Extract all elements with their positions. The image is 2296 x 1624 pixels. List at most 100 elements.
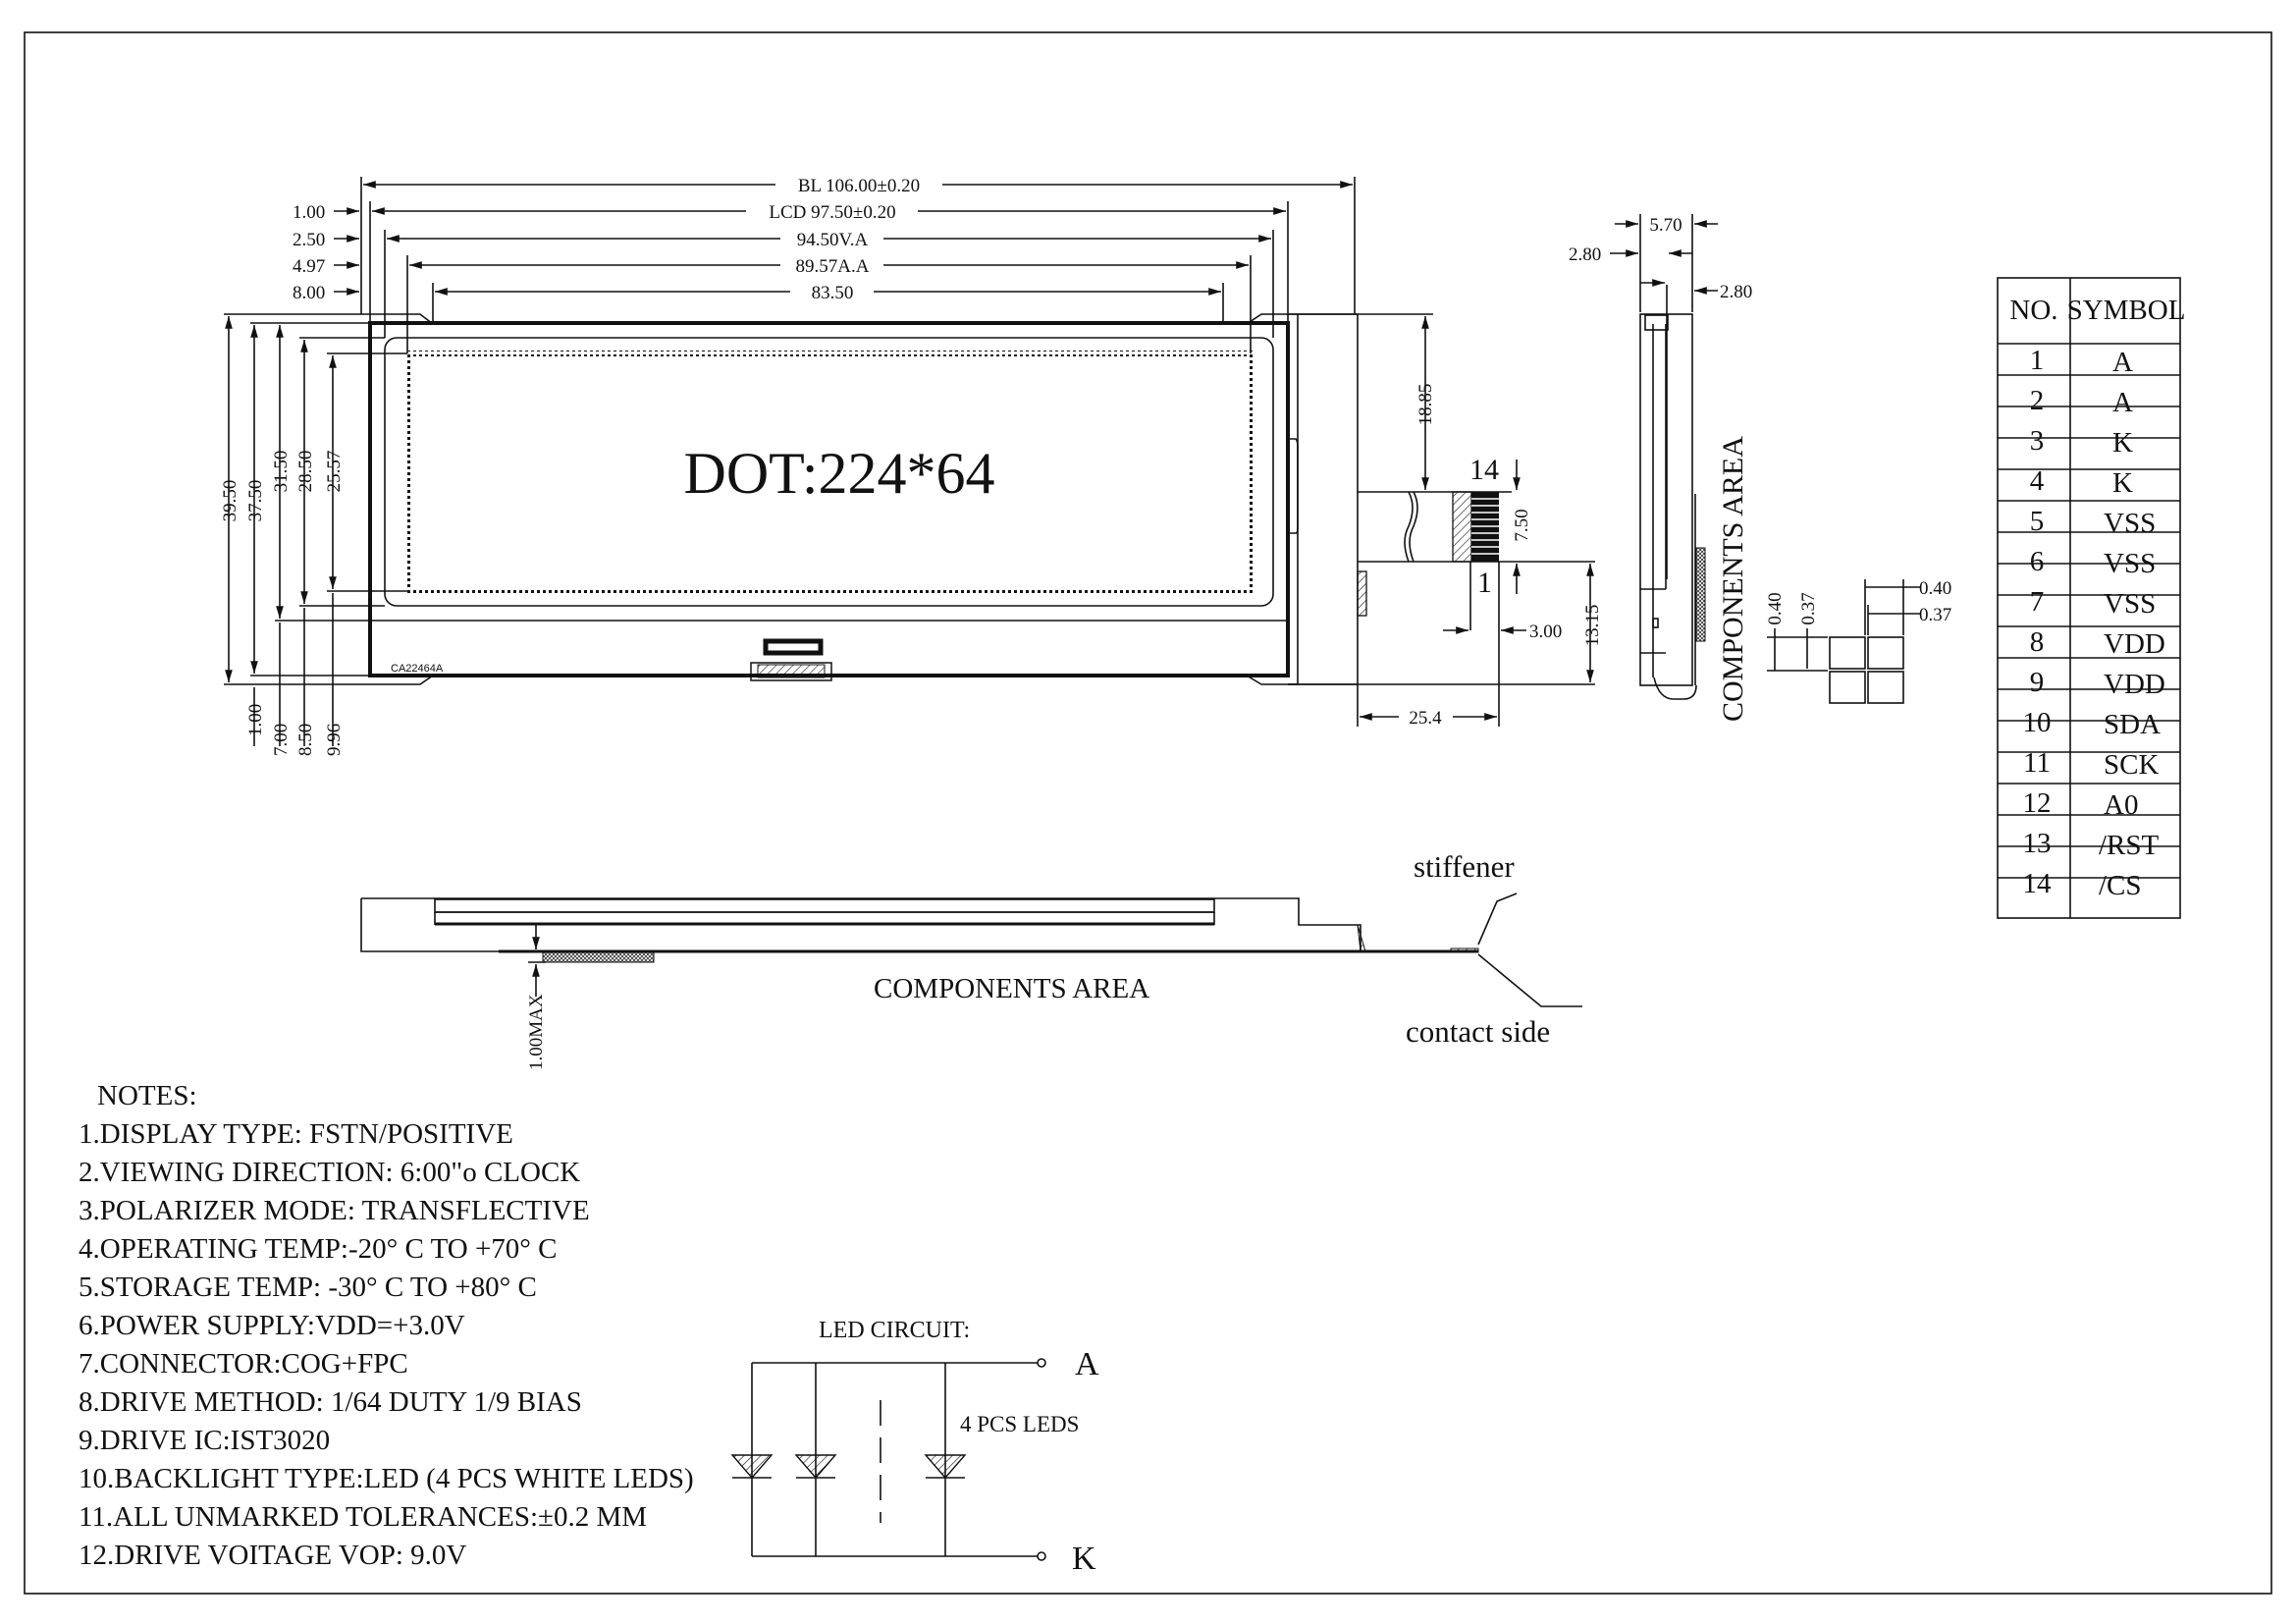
pin-symbol: A0 (2104, 789, 2138, 821)
dim-inner-width: 83.50 (812, 283, 854, 303)
pin-symbol: SCK (2104, 749, 2159, 781)
note-item: 7.CONNECTOR:COG+FPC (79, 1348, 408, 1380)
pin-1-label: 1 (1477, 567, 1492, 599)
notes-block: NOTES: 1.DISPLAY TYPE: FSTN/POSITIVE 2.V… (79, 1080, 694, 1571)
lcd-glass-outline (368, 321, 1290, 677)
note-item: 12.DRIVE VOITAGE VOP: 9.0V (79, 1540, 466, 1571)
sheet-border (24, 31, 2272, 1595)
pin-no: 4 (2030, 465, 2045, 497)
led-circuit: LED CIRCUIT: A K 4 PCS LEDS (730, 1318, 1099, 1577)
pin-no: 3 (2030, 425, 2045, 457)
dim-fpc-top: 18.85 (1415, 384, 1436, 426)
part-code: CA22464A (391, 663, 444, 675)
pin-symbol: K (2112, 467, 2133, 499)
pin-symbol: /RST (2099, 830, 2160, 861)
active-area (404, 351, 1254, 594)
fpc-tail: 18.85 14 1 7.50 3.00 13.15 25.4 (1288, 313, 1603, 729)
dim-bottom-2: 7.00 (271, 724, 292, 756)
dim-lcd-width: LCD 97.50±0.20 (769, 202, 895, 223)
pin-symbol: K (2112, 427, 2133, 459)
display-resolution: DOT:224*64 (684, 441, 995, 506)
bottom-view: 1.00MAX COMPONENTS AREA stiffener contac… (360, 849, 1582, 1070)
note-item: 5.STORAGE TEMP: -30° C TO +80° C (79, 1272, 537, 1303)
dim-fpc-bottom: 13.15 (1582, 605, 1603, 647)
viewing-area (384, 337, 1274, 607)
pin-no: 13 (2023, 828, 2052, 859)
pin-14-label: 14 (1469, 454, 1499, 486)
dim-bottom-3: 8.50 (295, 724, 316, 756)
led-icon (730, 1454, 774, 1480)
led-circuit-title: LED CIRCUIT: (819, 1318, 970, 1343)
dim-bottom-4: 9.96 (324, 724, 345, 756)
dim-pixel-h-pitch: 0.40 (1919, 578, 1951, 599)
cog-ic (763, 638, 824, 656)
pin-no: 14 (2023, 868, 2053, 899)
dim-pixel-v-pitch: 0.40 (1765, 592, 1786, 624)
dim-offset-3: 4.97 (293, 256, 325, 277)
pixel-detail: 0.40 0.37 0.40 0.37 (1765, 578, 1951, 704)
dim-components-max: 1.00MAX (526, 994, 547, 1070)
led-count-label: 4 PCS LEDS (960, 1412, 1079, 1436)
dim-offset-1: 1.00 (293, 202, 325, 223)
components-area-side-label: COMPONENTS AREA (1717, 436, 1749, 722)
anode-terminal (1037, 1358, 1046, 1368)
note-item: 10.BACKLIGHT TYPE:LED (4 PCS WHITE LEDS) (79, 1463, 694, 1494)
stiffener-label: stiffener (1414, 849, 1515, 884)
dim-pixel-h-size: 0.37 (1919, 605, 1951, 625)
pin-no: 11 (2023, 747, 2051, 779)
dim-aa-height: 25.57 (324, 451, 345, 493)
cathode-label: K (1072, 1541, 1096, 1577)
note-item: 1.DISPLAY TYPE: FSTN/POSITIVE (79, 1118, 513, 1150)
dim-fpc-length: 25.4 (1409, 708, 1442, 729)
note-item: 3.POLARIZER MODE: TRANSFLECTIVE (79, 1195, 590, 1226)
dim-bottom-1: 1.00 (245, 704, 266, 736)
note-item: 11.ALL UNMARKED TOLERANCES:±0.2 MM (79, 1501, 647, 1533)
notes-title: NOTES: (97, 1080, 197, 1111)
dim-side-right: 2.80 (1720, 282, 1752, 302)
dim-side-total: 5.70 (1649, 215, 1682, 236)
dim-offset-2: 2.50 (293, 230, 325, 250)
cathode-terminal (1037, 1551, 1046, 1561)
note-item: 8.DRIVE METHOD: 1/64 DUTY 1/9 BIAS (79, 1386, 582, 1418)
dim-aa-width: 89.57A.A (796, 256, 870, 277)
pin-no: 1 (2030, 345, 2045, 376)
dim-height-3: 31.50 (271, 451, 292, 493)
side-view: 5.70 2.80 2.80 COMPONENTS AREA (1569, 214, 1752, 722)
pin-no: 9 (2030, 667, 2045, 698)
pin-symbol: A (2112, 387, 2133, 418)
pin-no: 7 (2030, 586, 2045, 618)
pin-symbol: SDA (2104, 709, 2161, 740)
dim-lcd-height: 37.50 (245, 480, 266, 522)
note-item: 4.OPERATING TEMP:-20° C TO +70° C (79, 1233, 558, 1265)
dim-pixel-v-size: 0.37 (1798, 592, 1819, 624)
table-header-symbol: SYMBOL (2067, 295, 2186, 326)
pin-symbol: VSS (2104, 508, 2156, 539)
dim-bl-width: BL 106.00±0.20 (798, 176, 920, 196)
pin-symbol: VSS (2104, 588, 2156, 620)
led-icon (794, 1454, 837, 1480)
note-item: 6.POWER SUPPLY:VDD=+3.0V (79, 1310, 465, 1341)
pin-no: 5 (2030, 506, 2045, 537)
pin-symbol: VDD (2104, 669, 2165, 700)
led-icon (924, 1454, 967, 1480)
pin-no: 8 (2030, 626, 2045, 658)
dim-fpc-pitch: 3.00 (1529, 622, 1562, 642)
note-item: 9.DRIVE IC:IST3020 (79, 1425, 330, 1456)
pin-table-rows: 1 A 2 A 3 K 4 K 5 VSS 6 VSS 7 VSS 8 VDD … (2023, 345, 2165, 901)
front-view: CA22464A DOT:224*64 BL 106.00±0.20 LCD 9… (220, 176, 1358, 756)
pin-symbol: A (2112, 347, 2133, 378)
pin-symbol: /CS (2099, 870, 2142, 901)
anode-label: A (1075, 1346, 1099, 1382)
pin-no: 2 (2030, 385, 2045, 416)
dim-va-height: 28.50 (295, 451, 316, 493)
pin-symbol: VDD (2104, 628, 2165, 660)
dim-offset-4: 8.00 (293, 283, 325, 303)
pin-no: 6 (2030, 546, 2045, 577)
pin-table: NO. SYMBOL (1997, 277, 2186, 919)
pin-no: 10 (2023, 707, 2052, 738)
dim-side-left: 2.80 (1569, 244, 1601, 265)
components-area-bottom-label: COMPONENTS AREA (874, 973, 1149, 1004)
note-item: 2.VIEWING DIRECTION: 6:00"o CLOCK (79, 1157, 580, 1188)
dim-fpc-width: 7.50 (1512, 509, 1532, 541)
